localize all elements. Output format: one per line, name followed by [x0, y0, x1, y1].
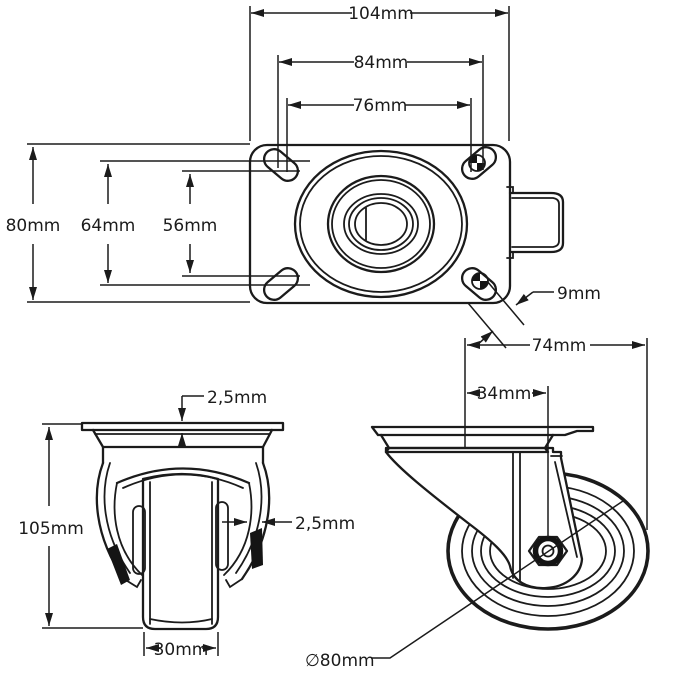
dim-64mm-label: 64mm [81, 216, 136, 236]
dim-2-5mm-fork-label: 2,5mm [295, 514, 355, 534]
dim-diameter-80mm: ∅80mm [305, 500, 624, 671]
dim-9mm: 9mm [467, 280, 601, 349]
dim-84mm: 84mm [277, 53, 484, 170]
side-plate-housing [370, 425, 595, 454]
dim-105mm-label: 105mm [18, 519, 84, 539]
dim-74mm: 74mm [464, 336, 648, 530]
dim-104mm-label: 104mm [348, 4, 414, 24]
front-plate [80, 421, 285, 432]
dim-80mm: 80mm [6, 143, 250, 303]
slot-bottom-right [460, 267, 498, 301]
dim-diameter-80mm-label: ∅80mm [305, 651, 375, 671]
dim-84mm-label: 84mm [354, 53, 409, 73]
front-view: 2,5mm 105mm 2,5mm 30mm [18, 388, 355, 660]
dim-76mm: 76mm [286, 96, 472, 172]
dim-64mm: 64mm [81, 160, 310, 286]
top-view-plate: 104mm 84mm 76mm 80mm 64mm [6, 4, 601, 349]
dim-30mm: 30mm [143, 632, 219, 660]
slot-bottom-left [262, 267, 300, 301]
front-wheel-tread [141, 472, 220, 631]
dim-34mm-label: 34mm [477, 384, 532, 404]
dim-2-5mm-plate: 2,5mm [178, 388, 267, 447]
mounting-plate-outline [248, 143, 512, 305]
dim-34mm: 34mm [467, 384, 549, 537]
dim-2-5mm-plate-label: 2,5mm [207, 388, 267, 408]
swivel-bearing-rings [293, 149, 469, 299]
front-fork-foot-left [107, 544, 130, 585]
side-view: 74mm 34mm ∅80mm [305, 336, 650, 671]
dim-30mm-label: 30mm [154, 640, 209, 660]
target-mark-bottom-right [471, 272, 489, 290]
wheel-stub [506, 186, 565, 259]
front-fork-foot-right [250, 528, 263, 569]
dim-74mm-label: 74mm [532, 336, 587, 356]
target-mark-top-right [468, 154, 486, 172]
dim-9mm-label: 9mm [557, 284, 601, 304]
dim-76mm-label: 76mm [353, 96, 408, 116]
dim-56mm: 56mm [163, 170, 300, 277]
slot-top-left [262, 148, 300, 182]
axle-washer [532, 535, 564, 567]
dim-104mm: 104mm [249, 4, 510, 141]
dim-2-5mm-fork: 2,5mm [222, 514, 355, 534]
front-hub-caps [107, 501, 263, 585]
dim-105mm: 105mm [18, 423, 143, 629]
front-swivel-housing [91, 428, 274, 449]
dim-80mm-label: 80mm [6, 216, 61, 236]
dim-56mm-label: 56mm [163, 216, 218, 236]
